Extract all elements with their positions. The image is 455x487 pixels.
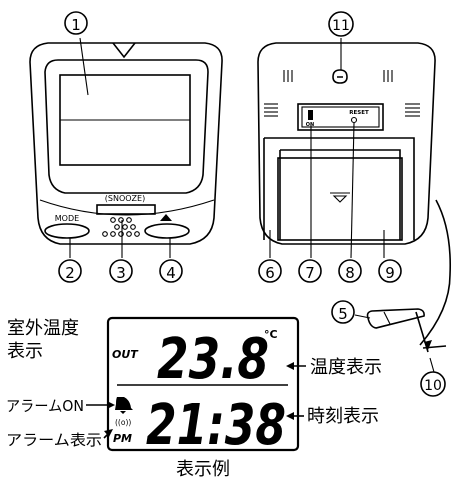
up-button — [144, 223, 190, 239]
battery-door-latch-icon — [330, 192, 350, 203]
callout-9: 9 — [378, 259, 402, 283]
callout-10: 10 — [420, 371, 446, 397]
front-top-notch — [112, 42, 136, 59]
hang-hole — [332, 69, 348, 84]
svg-text:5: 5 — [338, 305, 348, 323]
svg-text:10: 10 — [424, 378, 442, 394]
alarm-on-arrow-icon — [107, 401, 115, 409]
snooze-button — [96, 204, 156, 215]
mode-button — [44, 223, 90, 239]
callout-8: 8 — [338, 259, 362, 283]
up-arrow-icon — [160, 214, 172, 221]
reset-label: RESET — [349, 110, 369, 116]
lcd-annotations: 室外温度 表示 温度表示 アラームON 時刻表示 アラーム表示 表示例 — [6, 318, 382, 480]
lcd-temperature: 23.8 — [157, 327, 269, 392]
label-alarm-display: アラーム表示 — [6, 431, 102, 449]
lcd-pm-label: PM — [113, 432, 132, 445]
svg-text:6: 6 — [265, 264, 275, 282]
side-vents — [264, 103, 420, 117]
front-display-frame — [44, 59, 209, 194]
stand-outer — [263, 137, 415, 240]
label-outdoor-temp-line1: 室外温度 — [7, 318, 79, 339]
callout-2: 2 — [58, 259, 82, 283]
lcd-time: 21:38 — [146, 393, 286, 458]
sensor-hook-arrow-icon — [424, 340, 432, 350]
label-temperature-display: 温度表示 — [310, 357, 382, 378]
svg-text:1: 1 — [71, 16, 81, 34]
callout-7: 7 — [298, 259, 322, 283]
svg-text:2: 2 — [65, 264, 75, 282]
temp-arrow-icon — [286, 362, 294, 370]
sensor-seam — [383, 311, 391, 325]
callout-6: 6 — [258, 259, 282, 283]
lcd-frame — [106, 316, 300, 452]
time-arrow-icon — [286, 412, 294, 420]
svg-text:8: 8 — [345, 264, 355, 282]
callout-leaders — [69, 37, 385, 259]
callout-1: 1 — [64, 11, 88, 35]
front-lower-curve — [39, 199, 215, 216]
callout-5: 5 — [331, 300, 355, 324]
svg-text:11: 11 — [332, 18, 350, 34]
svg-text:7: 7 — [305, 264, 315, 282]
alarm-display-arrow-icon — [104, 429, 113, 437]
label-outdoor-temp-line2: 表示 — [7, 341, 43, 362]
mode-label: MODE — [55, 214, 79, 223]
outdoor-sensor — [354, 308, 447, 373]
callout-11: 11 — [328, 11, 354, 37]
front-view: (SNOOZE) MODE — [29, 42, 223, 245]
sensor-cable — [419, 199, 452, 346]
label-caption: 表示例 — [176, 459, 230, 480]
top-vents — [283, 70, 393, 82]
front-body — [29, 42, 223, 245]
callout-3: 3 — [109, 259, 133, 283]
lcd-display-example: OUT 23.8 °C ((o)) PM 21:38 — [106, 316, 300, 458]
stand-inner — [279, 149, 401, 240]
lcd-out-label: OUT — [112, 348, 139, 361]
svg-text:3: 3 — [116, 264, 126, 282]
battery-door — [277, 157, 403, 241]
switch-panel-inner — [301, 106, 380, 128]
sensor-leader-10 — [429, 357, 435, 373]
reset-button — [350, 116, 358, 124]
switch-panel — [297, 103, 384, 131]
power-switch — [308, 110, 313, 120]
alarm-bell-icon — [115, 397, 133, 414]
lcd-temp-unit: °C — [264, 328, 278, 341]
lcd-alarm-signal: ((o)) — [115, 418, 131, 427]
label-time-display: 時刻表示 — [307, 406, 379, 427]
back-body — [257, 42, 436, 245]
back-view: ON RESET — [257, 42, 452, 346]
sensor-leader-5 — [354, 314, 371, 319]
speaker-holes — [102, 217, 140, 237]
svg-text:9: 9 — [385, 264, 395, 282]
svg-text:4: 4 — [166, 264, 176, 282]
sensor-body — [366, 308, 425, 329]
callout-4: 4 — [159, 259, 183, 283]
snooze-label: (SNOOZE) — [105, 194, 145, 203]
on-label: ON — [306, 122, 314, 128]
label-alarm-on: アラームON — [6, 397, 84, 415]
